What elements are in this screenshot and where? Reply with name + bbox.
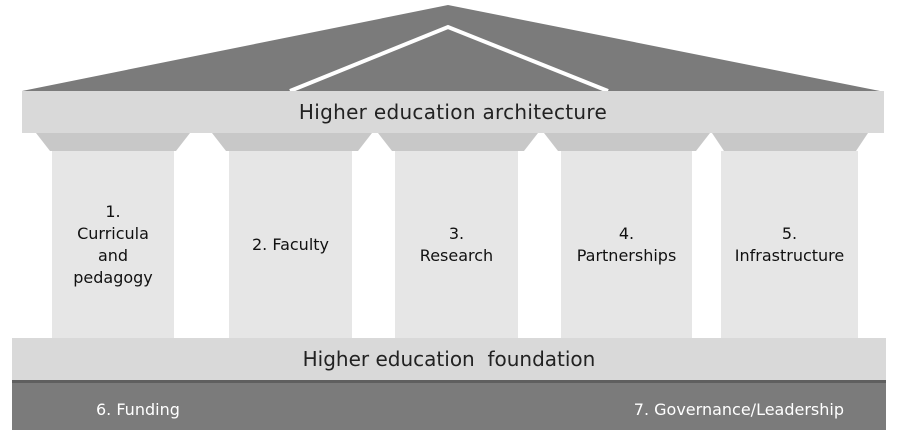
foundation-title: Higher education foundation bbox=[302, 347, 596, 371]
pillar-label-research: 3. Research bbox=[395, 151, 518, 338]
pillar-label-text: 3. Research bbox=[419, 223, 494, 265]
pillar-1 bbox=[52, 151, 174, 338]
pillar-4 bbox=[561, 151, 692, 338]
architecture-beam bbox=[22, 91, 884, 133]
pillar-label-infrastructure: 5. Infrastructure bbox=[721, 151, 858, 338]
pillar-capital-3 bbox=[378, 133, 538, 151]
roof-inner-outline bbox=[289, 24, 609, 93]
pillar-label-text: 4. Partnerships bbox=[576, 223, 677, 265]
base-label-governance: 7. Governance/Leadership bbox=[633, 399, 844, 419]
base-slab bbox=[12, 380, 886, 430]
pillar-capital-5 bbox=[712, 133, 868, 151]
roof bbox=[22, 5, 880, 91]
pillar-capital-2 bbox=[212, 133, 372, 151]
pillar-label-text: 5. Infrastructure bbox=[734, 223, 845, 265]
pillar-capital-4 bbox=[544, 133, 710, 151]
pillar-5 bbox=[721, 151, 858, 338]
architecture-title: Higher education architecture bbox=[298, 100, 608, 124]
foundation-slab bbox=[12, 338, 886, 380]
base-slab-edge bbox=[12, 380, 886, 383]
pillar-3 bbox=[395, 151, 518, 338]
pillar-label-text: 2. Faculty bbox=[251, 234, 329, 254]
pillar-label-curricula: 1. Curricula and pedagogy bbox=[52, 151, 174, 338]
pillar-capital-1 bbox=[36, 133, 190, 151]
pillar-label-partnerships: 4. Partnerships bbox=[561, 151, 692, 338]
pillar-2 bbox=[229, 151, 352, 338]
pillar-label-faculty: 2. Faculty bbox=[229, 151, 352, 338]
base-label-funding: 6. Funding bbox=[96, 399, 180, 419]
pillar-label-text: 1. Curricula and pedagogy bbox=[73, 201, 153, 287]
